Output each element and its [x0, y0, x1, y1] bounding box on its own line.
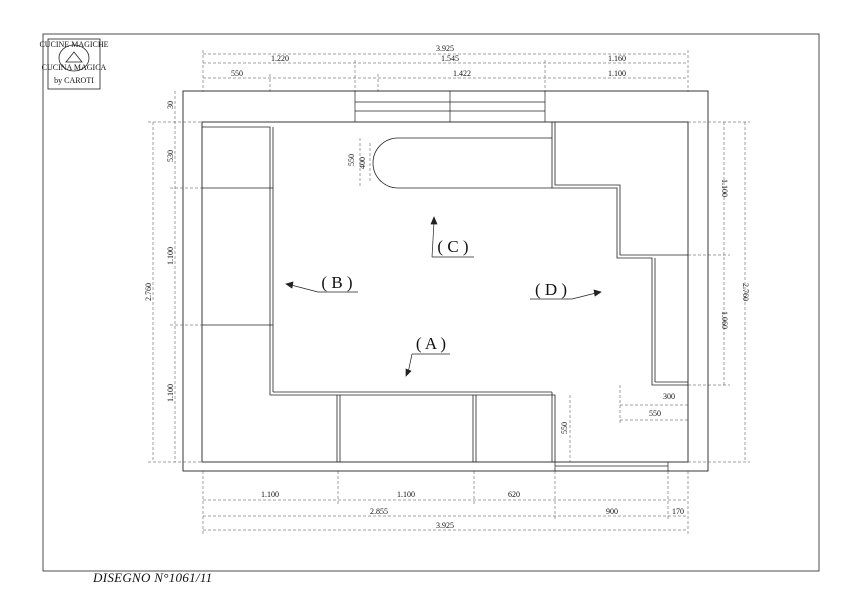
- dim-counter-depth: 550: [560, 422, 569, 434]
- left-dimensions: [148, 91, 202, 463]
- dim-bottom-overall: 3.925: [436, 521, 454, 530]
- view-markers: [285, 216, 602, 377]
- bottom-door: [554, 462, 669, 471]
- dim-left-seg3: 1.100: [166, 384, 175, 402]
- dim-right-overall: 2.760: [741, 283, 750, 301]
- dim-top-right-inner: 1.100: [608, 69, 626, 78]
- sheet-border: [42, 33, 820, 572]
- dim-bottom-seg2: 1.100: [397, 490, 415, 499]
- logo-bottom-text: CUCINA MAGICA: [42, 63, 107, 72]
- view-label-d: ( D ): [535, 280, 567, 299]
- dim-bottom-door: 900: [606, 507, 618, 516]
- dim-left-seg1: 530: [166, 150, 175, 162]
- right-dimensions: [688, 121, 750, 463]
- dim-top-right-span: 1.160: [608, 54, 626, 63]
- dim-niche-depth: 300: [663, 392, 675, 401]
- dim-top-left-span: 1.220: [271, 54, 289, 63]
- dim-peninsula-width: 400: [358, 157, 367, 169]
- dim-niche-width: 550: [649, 409, 661, 418]
- logo-by-text: by CAROTI: [54, 76, 94, 85]
- dim-bottom-edge: 170: [672, 507, 684, 516]
- peninsula-dimensions: [359, 138, 371, 188]
- logo-top-text: CUCINE MAGICHE: [39, 40, 108, 49]
- walls: [182, 90, 709, 472]
- dim-left-seg2: 1.100: [166, 247, 175, 265]
- logo: CUCINE MAGICHE CUCINA MAGICA by CAROTI: [39, 38, 109, 90]
- dim-top-middle-span: 1.545: [441, 54, 459, 63]
- top-window: [354, 91, 546, 122]
- dim-right-lower: 1.060: [720, 311, 729, 329]
- niche-dimensions: [569, 385, 688, 462]
- dim-left-wall: 30: [166, 101, 175, 109]
- view-label-a: ( A ): [416, 334, 446, 353]
- drawing-number: DISEGNO N°1061/11: [93, 570, 213, 585]
- dim-top-left-inner: 550: [231, 69, 243, 78]
- dim-top-window: 1.422: [453, 69, 471, 78]
- dim-top-overall: 3.925: [436, 44, 454, 53]
- top-dimensions: [202, 50, 689, 92]
- dim-right-upper: 1.100: [720, 179, 729, 197]
- dim-bottom-seg1: 1.100: [261, 490, 279, 499]
- dim-left-overall: 2.760: [144, 283, 153, 301]
- dim-bottom-run: 2.855: [370, 507, 388, 516]
- dim-bottom-seg3: 620: [508, 490, 520, 499]
- bottom-dimensions: [202, 471, 689, 535]
- counters: [202, 122, 688, 462]
- dim-peninsula-depth: 550: [347, 154, 356, 166]
- view-label-b: ( B ): [321, 273, 352, 292]
- view-label-c: ( C ): [437, 237, 468, 256]
